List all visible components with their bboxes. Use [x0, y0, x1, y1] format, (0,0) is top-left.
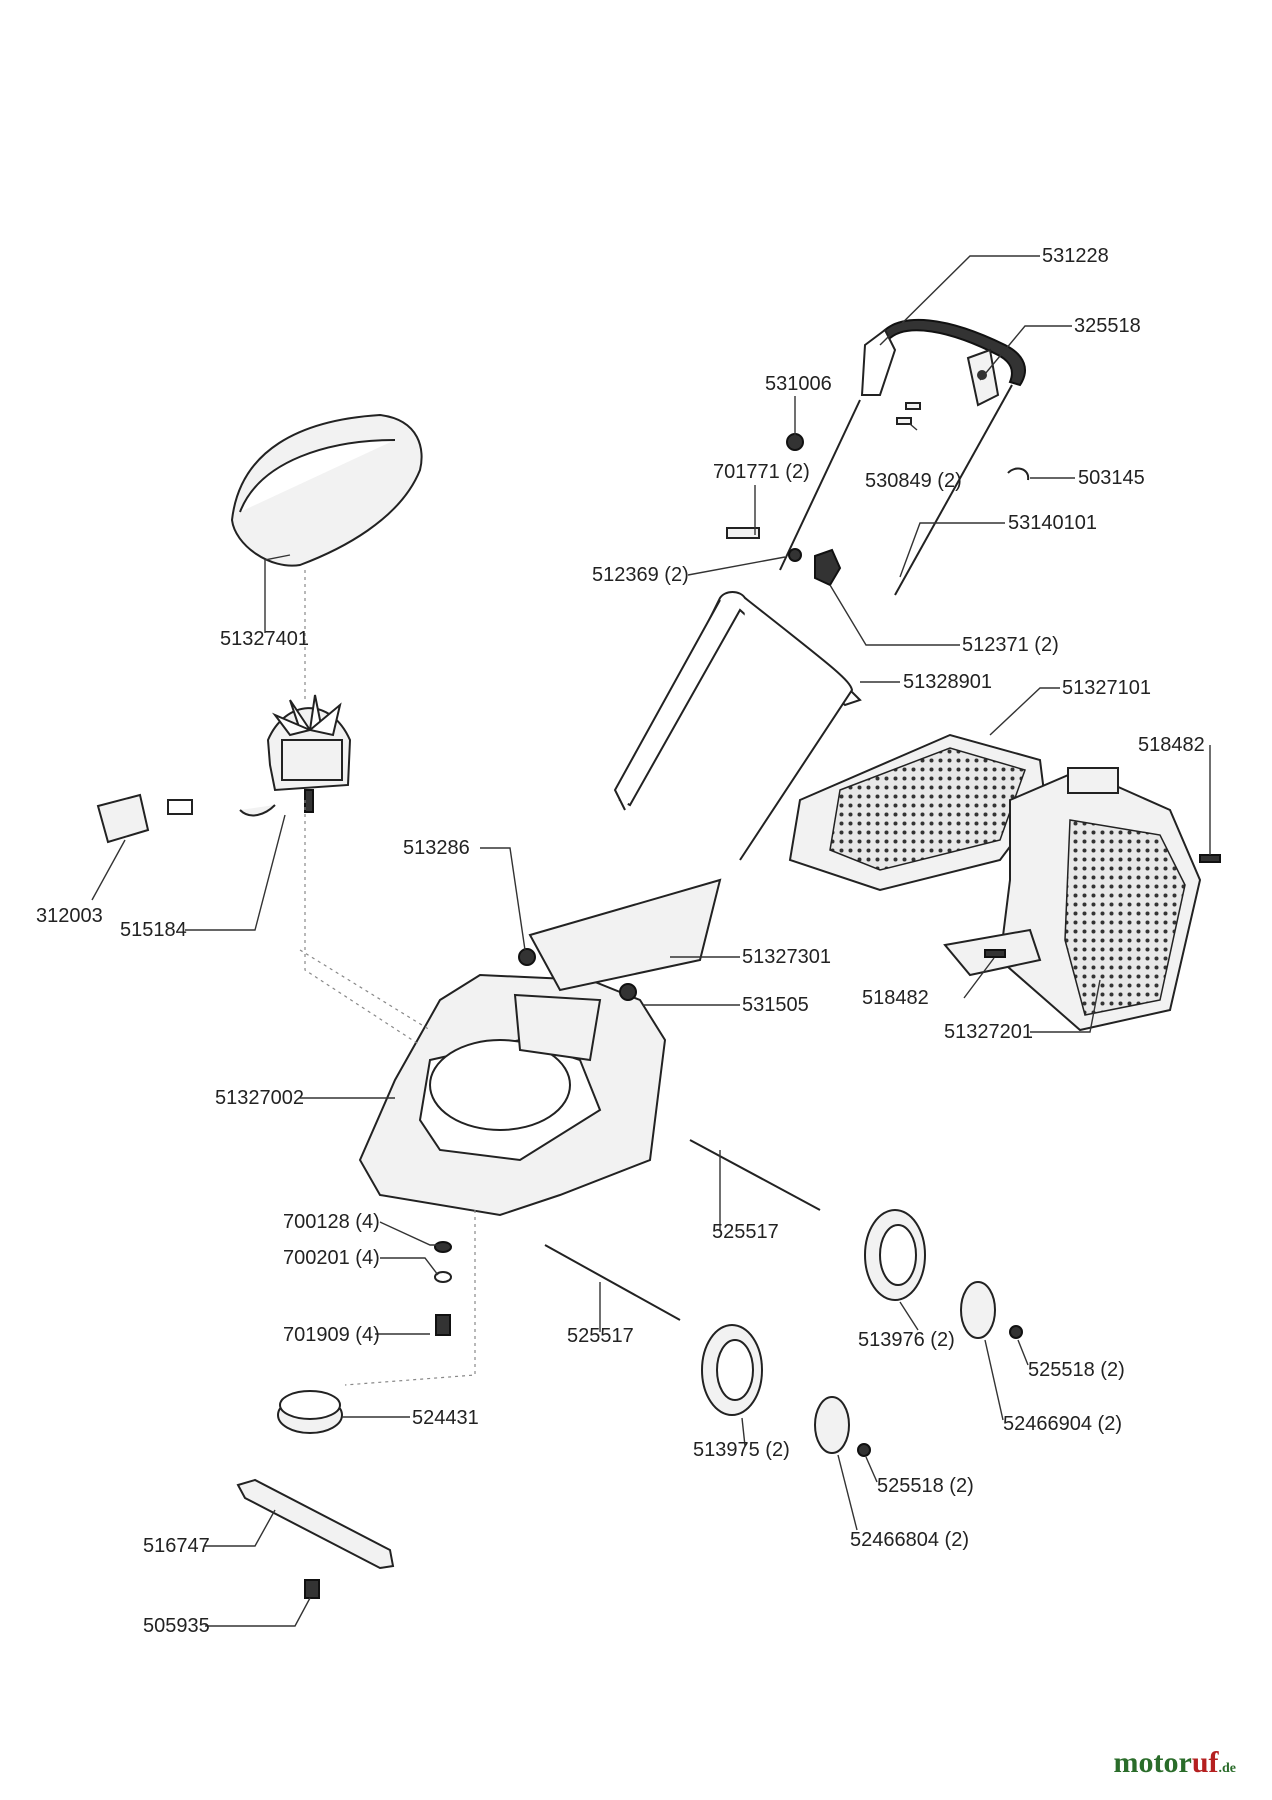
label-700128: 700128 (4)	[283, 1211, 380, 1233]
label-524431: 524431	[412, 1407, 479, 1429]
label-503145: 503145	[1078, 467, 1145, 489]
label-700201: 700201 (4)	[283, 1247, 380, 1269]
brand-watermark: motoruf.de	[1114, 1746, 1236, 1780]
label-531228: 531228	[1042, 245, 1109, 267]
label-513975: 513975 (2)	[693, 1439, 790, 1461]
blade	[236, 1478, 395, 1570]
label-53140101: 53140101	[1008, 512, 1097, 534]
label-525518-lower: 525518 (2)	[877, 1475, 974, 1497]
blade-adapter	[277, 1390, 343, 1434]
motor-small-parts	[96, 793, 276, 844]
label-525517-lower: 525517	[567, 1325, 634, 1347]
label-531505: 531505	[742, 994, 809, 1016]
label-325518: 325518	[1074, 315, 1141, 337]
mower-deck	[358, 878, 722, 1217]
label-518482-bottom: 518482	[862, 987, 929, 1009]
motor	[266, 694, 352, 813]
deck-fasteners	[434, 1241, 452, 1336]
label-51328901: 51328901	[903, 671, 992, 693]
brand-name-main: motor	[1113, 1746, 1192, 1779]
brand-suffix: .de	[1218, 1761, 1237, 1776]
label-505935: 505935	[143, 1615, 210, 1637]
label-530849: 530849 (2)	[865, 470, 962, 492]
hubcaps-and-nuts	[814, 1281, 1023, 1457]
label-513286: 513286	[403, 837, 470, 859]
label-701909: 701909 (4)	[283, 1324, 380, 1346]
label-51327301: 51327301	[742, 946, 831, 968]
label-312003: 312003	[36, 905, 103, 927]
brand-name-accent: uf	[1191, 1746, 1219, 1779]
deck-springs	[518, 948, 637, 1001]
label-512369: 512369 (2)	[592, 564, 689, 586]
label-515184: 515184	[120, 919, 187, 941]
part-labels: 531228 325518 531006 701771 (2) 530849 (…	[36, 245, 1205, 1637]
wheel-front	[701, 1324, 763, 1416]
blade-bolt	[304, 1579, 320, 1599]
motor-cover	[230, 413, 423, 567]
label-51327401: 51327401	[220, 628, 309, 650]
label-513976: 513976 (2)	[858, 1329, 955, 1351]
label-51327002: 51327002	[215, 1087, 304, 1109]
label-701771: 701771 (2)	[713, 461, 810, 483]
wheel-rear	[864, 1209, 926, 1301]
alignment-lines	[299, 570, 476, 1386]
label-518482-top: 518482	[1138, 734, 1205, 756]
label-52466804: 52466804 (2)	[850, 1529, 969, 1551]
grass-catcher	[788, 733, 1202, 1032]
lower-handle	[613, 591, 862, 861]
label-525518-upper: 525518 (2)	[1028, 1359, 1125, 1381]
label-512371: 512371 (2)	[962, 634, 1059, 656]
label-531006: 531006	[765, 373, 832, 395]
label-51327201: 51327201	[944, 1021, 1033, 1043]
leader-lines	[91, 255, 1211, 1627]
label-52466904: 52466904 (2)	[1003, 1413, 1122, 1435]
upper-handle-bar	[779, 318, 1026, 596]
label-51327101: 51327101	[1062, 677, 1151, 699]
label-525517-upper: 525517	[712, 1221, 779, 1243]
handle-small-parts	[726, 402, 1030, 587]
label-516747: 516747	[143, 1535, 210, 1557]
axles	[544, 1139, 821, 1321]
